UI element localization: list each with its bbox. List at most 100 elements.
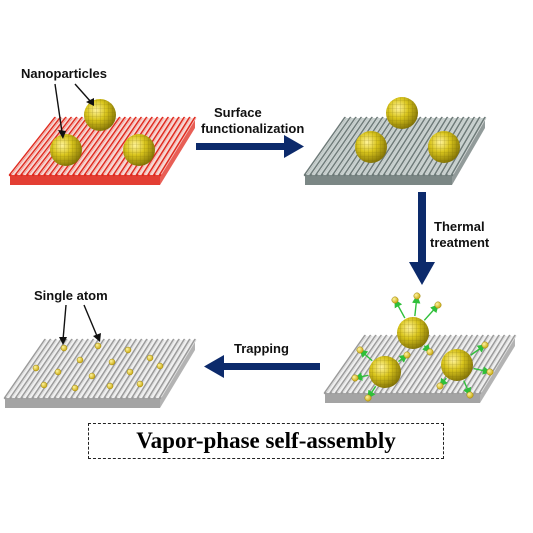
emission-arrow bbox=[394, 298, 406, 319]
slab-rod bbox=[401, 334, 442, 395]
slab-rod-highlight bbox=[149, 339, 186, 398]
slab-rod-highlight bbox=[138, 339, 176, 398]
slab-rod-highlight bbox=[77, 339, 117, 398]
slab-rod-highlight bbox=[384, 117, 422, 175]
slab-rod-highlight bbox=[311, 117, 352, 175]
slab-rod bbox=[120, 338, 159, 400]
slab-rod bbox=[114, 338, 154, 400]
slab-rod-highlight bbox=[16, 117, 62, 175]
slab-rod-highlight bbox=[39, 339, 79, 398]
slab-rod bbox=[48, 338, 90, 400]
slab-rod bbox=[399, 116, 438, 177]
single-atom bbox=[126, 368, 134, 376]
slab-rod-highlight bbox=[80, 117, 122, 175]
slab-rod bbox=[445, 116, 481, 177]
emitted-atom bbox=[391, 296, 399, 304]
nanoparticle bbox=[355, 131, 387, 163]
slab-rod-highlight bbox=[144, 339, 181, 398]
slab-rod bbox=[478, 334, 517, 395]
slab-rod bbox=[326, 116, 368, 177]
nanoparticle bbox=[84, 99, 116, 131]
slab-front-face bbox=[325, 393, 480, 403]
slab-rod bbox=[315, 116, 357, 177]
nanoparticles-label: Nanoparticles bbox=[21, 66, 107, 81]
slab-rod-highlight bbox=[408, 335, 447, 393]
panel3-emitting bbox=[351, 292, 494, 402]
single-atom-pointer bbox=[59, 304, 101, 345]
slab-rod-highlight bbox=[55, 339, 95, 398]
slab-rod-highlight bbox=[72, 339, 111, 398]
slab-rod bbox=[42, 338, 84, 400]
slab-rod bbox=[450, 116, 487, 177]
slab-rod bbox=[125, 338, 165, 400]
emitted-atom bbox=[413, 292, 421, 300]
single-atom bbox=[124, 346, 132, 354]
slab-rod-highlight bbox=[143, 117, 181, 175]
slab-rod bbox=[8, 116, 57, 177]
slab-rod bbox=[59, 338, 100, 400]
slab-side-face bbox=[160, 118, 195, 185]
single-atom bbox=[54, 368, 62, 376]
nanoparticle bbox=[428, 131, 460, 163]
trapping-label: Trapping bbox=[234, 341, 289, 356]
slab-front-face bbox=[5, 398, 160, 408]
slab-rod bbox=[108, 338, 148, 400]
slab-rod bbox=[26, 116, 73, 177]
single-atom-label: Single atom bbox=[34, 288, 108, 303]
slab-rod bbox=[406, 334, 447, 395]
slab-rod-highlight bbox=[475, 335, 512, 393]
slab-rod-highlight bbox=[464, 335, 501, 393]
thermal-treatment-label-line1: Thermal bbox=[434, 219, 485, 234]
slab-front-face bbox=[10, 175, 160, 185]
emission-arrow bbox=[398, 354, 408, 363]
substrate-treated bbox=[323, 334, 517, 403]
single-atom bbox=[146, 354, 154, 362]
emitted-atom bbox=[356, 346, 364, 354]
slab-side-face bbox=[452, 118, 485, 185]
single-atom bbox=[32, 364, 40, 372]
emission-arrow bbox=[422, 343, 431, 353]
slab-rod-highlight bbox=[334, 117, 374, 175]
slab-rod-highlight bbox=[328, 117, 369, 175]
slab-rod-highlight bbox=[116, 339, 154, 398]
surface-functionalization-label-line1: Surface bbox=[214, 105, 262, 120]
slab-rod-highlight bbox=[414, 335, 453, 393]
slab-rod-highlight bbox=[10, 117, 57, 175]
single-atom bbox=[94, 342, 102, 350]
slab-rod bbox=[136, 338, 175, 400]
slab-rod-highlight bbox=[447, 117, 482, 175]
slab-rod-highlight bbox=[133, 339, 170, 398]
slab-rod-highlight bbox=[331, 335, 372, 393]
emitted-atom bbox=[364, 394, 372, 402]
nanoparticles-pointer bbox=[54, 83, 94, 139]
slab-rod bbox=[101, 116, 143, 177]
emission-arrow bbox=[473, 366, 492, 375]
slab-rod-highlight bbox=[155, 339, 192, 398]
slab-rod-highlight bbox=[110, 339, 149, 398]
slab-rod bbox=[20, 116, 67, 177]
slab-rod-highlight bbox=[83, 339, 122, 398]
slab-rod bbox=[158, 116, 197, 177]
slab-rod bbox=[9, 338, 52, 400]
slab-rod bbox=[153, 338, 191, 400]
slab-rod bbox=[141, 116, 181, 177]
slab-rod bbox=[53, 338, 95, 400]
slab-rod bbox=[377, 116, 417, 177]
slab-rod-highlight bbox=[44, 339, 85, 398]
slab-rod-highlight bbox=[50, 339, 90, 398]
slab-rod bbox=[340, 334, 383, 395]
single-atom bbox=[136, 380, 144, 388]
slab-rod-highlight bbox=[22, 117, 68, 175]
slab-rod bbox=[323, 334, 367, 395]
slab-rod bbox=[309, 116, 352, 177]
slab-rod bbox=[388, 116, 427, 177]
slab-rod-highlight bbox=[407, 117, 444, 175]
emitted-atom bbox=[351, 374, 359, 382]
nanoparticle bbox=[369, 356, 401, 388]
emitted-atom bbox=[426, 348, 434, 356]
slab-rod bbox=[131, 338, 170, 400]
slab-rod bbox=[320, 116, 363, 177]
thermal-treatment-label-line2: treatment bbox=[430, 235, 490, 250]
arrow-trapping bbox=[204, 355, 320, 378]
slab-rod bbox=[394, 116, 433, 177]
